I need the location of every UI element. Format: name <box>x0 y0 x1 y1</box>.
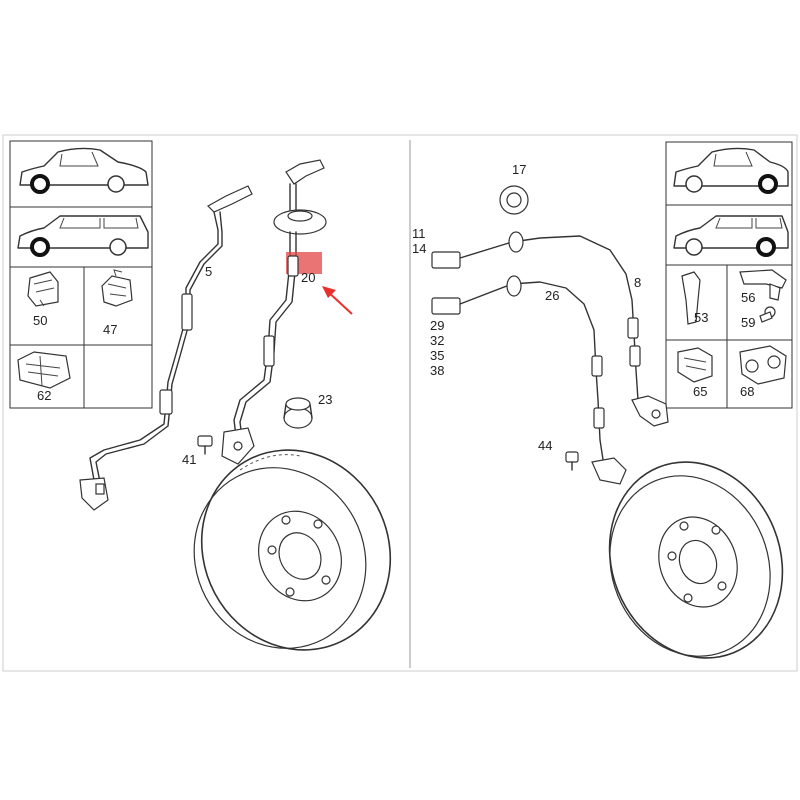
callout-32: 32 <box>430 333 444 348</box>
callout-20: 20 <box>301 270 315 285</box>
highlight-arrow <box>322 286 353 315</box>
legend-label-65: 65 <box>693 384 707 399</box>
legend-label-59: 59 <box>741 315 755 330</box>
callout-8: 8 <box>634 275 641 290</box>
wagon-icon <box>17 215 149 257</box>
highlighted-sensor-tip <box>287 255 299 277</box>
caliper-icon <box>17 351 71 389</box>
callout-41: 41 <box>182 452 196 467</box>
bolt-59-icon <box>759 306 776 323</box>
callout-23: 23 <box>318 392 332 407</box>
clip-65-icon <box>677 347 713 383</box>
brake-pad-set-icon <box>101 269 133 307</box>
grommet-17 <box>499 185 529 215</box>
brake-disc-right <box>608 461 784 659</box>
caliper-68-icon <box>739 345 787 385</box>
sedan-icon-right <box>673 147 789 194</box>
callout-44: 44 <box>538 438 552 453</box>
abs-sensor-cable-20 <box>221 159 327 465</box>
bolt-44 <box>565 451 579 471</box>
callout-14: 14 <box>412 241 426 256</box>
brake-disc-left <box>193 449 392 651</box>
legend-label-47: 47 <box>103 322 117 337</box>
sensor-cable-26 <box>431 275 627 485</box>
callout-17: 17 <box>512 162 526 177</box>
callout-26: 26 <box>545 288 559 303</box>
callout-29: 29 <box>430 318 444 333</box>
legend-label-50: 50 <box>33 313 47 328</box>
bracket-56-icon <box>739 269 787 301</box>
bushing-23 <box>283 397 313 429</box>
wagon-icon-right <box>673 215 789 257</box>
callout-35: 35 <box>430 348 444 363</box>
callout-5: 5 <box>205 264 212 279</box>
sensor-cable-8 <box>431 231 669 427</box>
brake-pad-clip-icon <box>27 271 59 307</box>
legend-label-68: 68 <box>740 384 754 399</box>
legend-label-56: 56 <box>741 290 755 305</box>
legend-label-62: 62 <box>37 388 51 403</box>
callout-38: 38 <box>430 363 444 378</box>
bracket-53-icon <box>681 271 701 325</box>
bolt-41 <box>197 435 213 455</box>
callout-11: 11 <box>412 226 426 241</box>
abs-sensor-cable-5 <box>79 185 253 511</box>
sedan-icon <box>19 147 149 194</box>
legend-label-53: 53 <box>694 310 708 325</box>
